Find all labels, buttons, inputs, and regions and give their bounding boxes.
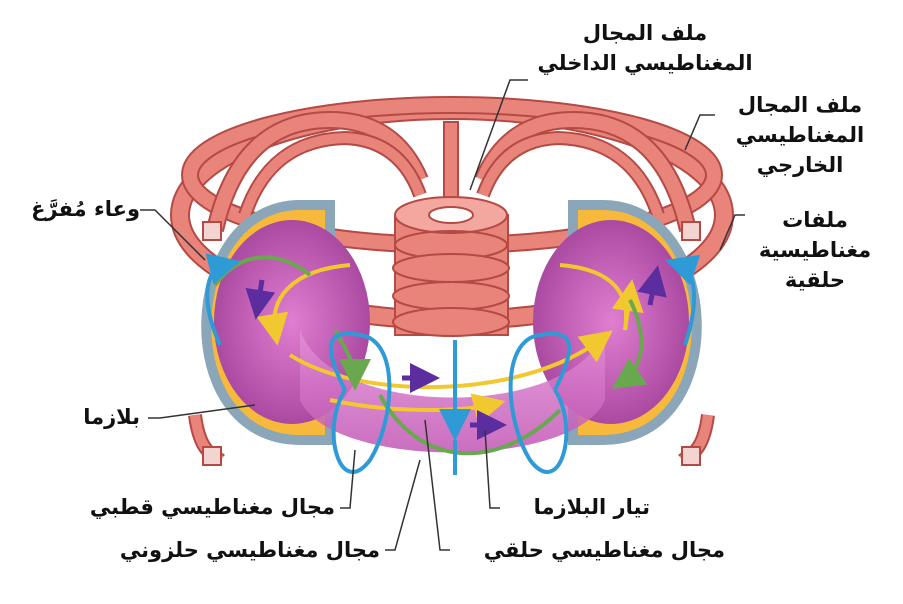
label-toroidal-field: مجال مغناطيسي حلقي bbox=[483, 538, 725, 562]
label-vacuum-vessel: وعاء مُفرَّغ bbox=[31, 197, 140, 221]
leader-lines bbox=[140, 79, 745, 551]
toroidal-coil-loops bbox=[206, 110, 697, 233]
poloidal-field-arrows bbox=[205, 253, 701, 475]
label-toroidal-coils: ملفات مغناطيسية حلقية bbox=[758, 208, 872, 292]
plasma-current-arrows bbox=[245, 265, 667, 440]
label-plasma-current: تيار البلازما bbox=[533, 495, 650, 519]
label-helical-field: مجال مغناطيسي حلزوني bbox=[119, 538, 380, 562]
label-poloidal-field: مجال مغناطيسي قطبي bbox=[89, 495, 335, 519]
label-plasma: بلازما bbox=[83, 405, 140, 429]
label-outer-coil: ملف المجال المغناطيسي الخارجي bbox=[735, 93, 865, 177]
label-inner-coil: ملف المجال المغناطيسي الداخلي bbox=[537, 21, 753, 75]
central-solenoid bbox=[392, 196, 510, 337]
coil-feet bbox=[188, 221, 715, 466]
toroidal-field-arrows bbox=[256, 263, 644, 425]
